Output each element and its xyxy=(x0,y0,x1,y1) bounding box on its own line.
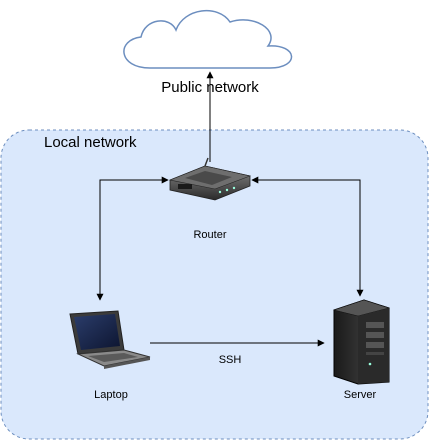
router-server-link xyxy=(251,176,364,297)
laptop-label: Laptop xyxy=(94,389,128,401)
laptop-router-link xyxy=(96,176,169,301)
server-icon xyxy=(332,299,391,385)
local-network-label: Local network xyxy=(44,134,137,151)
cloud-icon xyxy=(123,9,293,69)
router-label: Router xyxy=(193,229,227,241)
router-icon xyxy=(168,157,252,201)
server-label: Server xyxy=(343,389,377,401)
laptop-icon xyxy=(69,310,151,369)
ssh-label: SSH xyxy=(218,354,242,366)
public-network-label: Public network xyxy=(161,79,259,96)
